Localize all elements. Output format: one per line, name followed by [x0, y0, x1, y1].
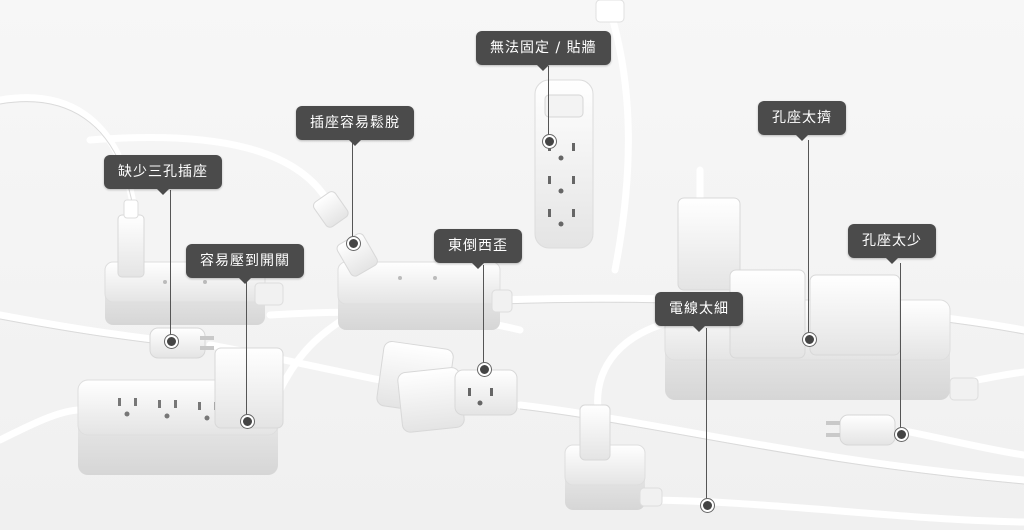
- power-strip-2: [313, 191, 513, 330]
- marker-crooked: [478, 363, 491, 376]
- marker-too-crowded: [803, 333, 816, 346]
- leader-crooked: [483, 265, 484, 368]
- power-strip-1: [104, 199, 284, 325]
- marker-cannot-mount: [543, 135, 556, 148]
- marker-missing-ground: [165, 335, 178, 348]
- leader-switch-pressed: [246, 278, 247, 420]
- marker-too-few: [895, 428, 908, 441]
- marker-thin-wire: [701, 499, 714, 512]
- callout-thin-wire: 電線太細: [655, 292, 743, 332]
- leader-thin-wire: [706, 328, 707, 504]
- wall-mounted-strip: [534, 0, 625, 249]
- loose-plug: [149, 327, 214, 359]
- leader-loose-socket: [352, 140, 353, 242]
- marker-loose-socket: [347, 237, 360, 250]
- power-strip-3: [77, 347, 284, 475]
- callout-too-crowded: 孔座太擠: [758, 101, 846, 141]
- callout-cannot-mount: 無法固定 / 貼牆: [476, 31, 611, 71]
- thin-wire-strip: [564, 404, 663, 510]
- callout-crooked: 東倒西歪: [434, 229, 522, 269]
- leader-too-few: [900, 263, 901, 433]
- marker-switch-pressed: [241, 415, 254, 428]
- callout-loose-socket: 插座容易鬆脫: [296, 106, 414, 146]
- crooked-adapter: [376, 340, 518, 433]
- callout-too-few: 孔座太少: [848, 224, 936, 264]
- leader-too-crowded: [808, 140, 809, 338]
- callout-switch-pressed: 容易壓到開關: [186, 244, 304, 284]
- callout-missing-ground: 缺少三孔插座: [104, 155, 222, 195]
- loose-plug-right: [826, 414, 896, 446]
- leader-missing-ground: [170, 190, 171, 340]
- leader-cannot-mount: [548, 66, 549, 140]
